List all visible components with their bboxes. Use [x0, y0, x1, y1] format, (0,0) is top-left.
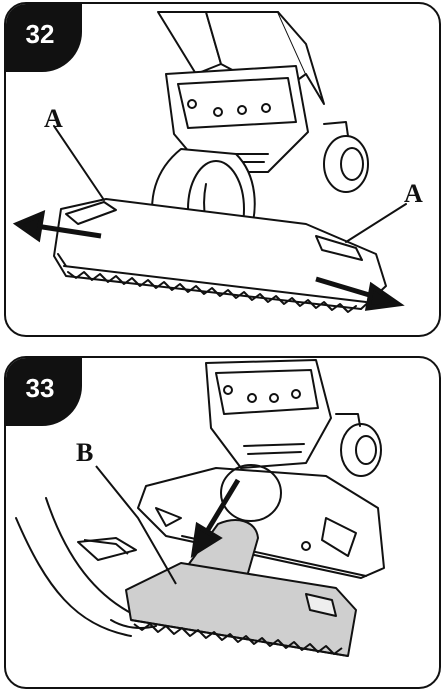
step-number-badge: 32 [6, 4, 82, 72]
step-32-illustration [12, 11, 407, 313]
step-33-panel: 33 B [4, 356, 441, 689]
step-33-illustration [15, 359, 385, 657]
part-label-b: B [76, 438, 94, 467]
step-number-badge: 33 [6, 358, 82, 426]
step-32-panel: 32 A A [4, 2, 441, 337]
part-label-a-right: A [404, 179, 423, 208]
part-label-a-left: A [44, 104, 63, 133]
